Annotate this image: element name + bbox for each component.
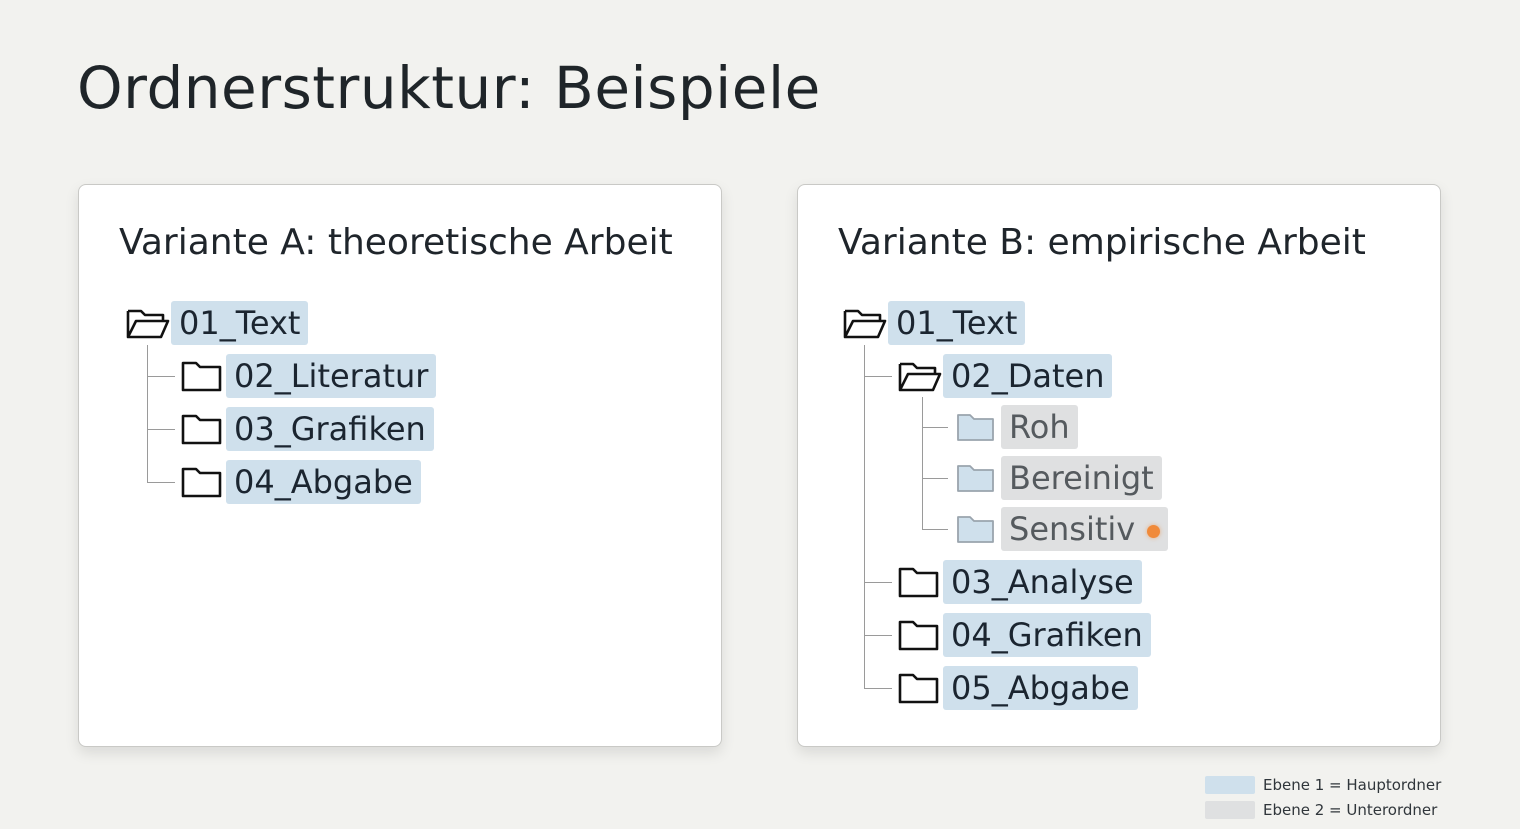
legend-item-level1: Ebene 1 = Hauptordner xyxy=(1205,773,1441,797)
folder-label: 04_Abgabe xyxy=(226,460,421,504)
tree-node-subchild[interactable]: Roh xyxy=(955,405,1078,449)
tree-connector xyxy=(922,397,923,530)
folder-open-icon xyxy=(897,356,943,396)
folder-label: 01_Text xyxy=(171,301,309,345)
variant-a-panel: Variante A: theoretische Arbeit 01_Text … xyxy=(78,184,722,747)
folder-label-text: Sensitiv xyxy=(1009,510,1136,548)
folder-label: 04_Grafiken xyxy=(943,613,1151,657)
tree-node-child[interactable]: 02_Literatur xyxy=(180,354,437,398)
variant-b-title: Variante B: empirische Arbeit xyxy=(838,222,1366,263)
tree-connector xyxy=(147,482,175,483)
folder-label: 02_Literatur xyxy=(226,354,437,398)
legend-label: Ebene 1 = Hauptordner xyxy=(1263,776,1442,794)
variant-b-panel: Variante B: empirische Arbeit 01_Text xyxy=(797,184,1441,747)
folder-label: Bereinigt xyxy=(1001,456,1162,500)
tree-node-root[interactable]: 01_Text xyxy=(125,301,309,345)
folder-label: 03_Analyse xyxy=(943,560,1142,604)
tree-node-subchild[interactable]: Sensitiv xyxy=(955,507,1169,551)
tree-node-child[interactable]: 04_Grafiken xyxy=(897,613,1151,657)
tree-connector xyxy=(147,376,175,377)
variant-a-tree: 01_Text 02_Literatur 03_Grafiken xyxy=(79,185,721,746)
folder-icon xyxy=(897,615,943,655)
folder-icon xyxy=(180,409,226,449)
folder-label-sensitive: Sensitiv xyxy=(1001,507,1169,551)
tree-connector xyxy=(922,427,948,428)
folder-icon xyxy=(180,462,226,502)
folder-icon xyxy=(897,668,943,708)
folder-icon xyxy=(897,562,943,602)
page-title: Ordnerstruktur: Beispiele xyxy=(77,54,821,122)
tree-connector xyxy=(864,376,892,377)
tree-node-child[interactable]: 05_Abgabe xyxy=(897,666,1138,710)
variant-b-tree: 01_Text 02_Daten Roh xyxy=(798,185,1440,746)
folder-label: 01_Text xyxy=(888,301,1026,345)
tree-node-child[interactable]: 03_Analyse xyxy=(897,560,1142,604)
variant-a-title: Variante A: theoretische Arbeit xyxy=(119,222,673,263)
folder-open-icon xyxy=(842,303,888,343)
legend-swatch xyxy=(1205,776,1255,794)
sensitive-marker-dot xyxy=(1147,524,1161,538)
legend-swatch xyxy=(1205,801,1255,819)
tree-node-child[interactable]: 04_Abgabe xyxy=(180,460,421,504)
folder-icon xyxy=(180,356,226,396)
folder-open-icon xyxy=(125,303,171,343)
folder-label: 03_Grafiken xyxy=(226,407,434,451)
folder-icon xyxy=(955,458,1001,498)
tree-node-child[interactable]: 02_Daten xyxy=(897,354,1113,398)
folder-icon xyxy=(955,407,1001,447)
folder-label: Roh xyxy=(1001,405,1078,449)
folder-icon xyxy=(955,509,1001,549)
tree-connector xyxy=(864,345,865,689)
tree-node-root[interactable]: 01_Text xyxy=(842,301,1026,345)
legend-item-level2: Ebene 2 = Unterordner xyxy=(1205,798,1441,822)
folder-label: 02_Daten xyxy=(943,354,1113,398)
tree-node-child[interactable]: 03_Grafiken xyxy=(180,407,434,451)
legend: Ebene 1 = Hauptordner Ebene 2 = Unterord… xyxy=(1205,773,1441,823)
tree-connector xyxy=(922,478,948,479)
tree-connector xyxy=(147,429,175,430)
tree-connector xyxy=(147,345,148,483)
tree-connector xyxy=(922,529,948,530)
tree-node-subchild[interactable]: Bereinigt xyxy=(955,456,1162,500)
tree-connector xyxy=(864,635,892,636)
folder-label: 05_Abgabe xyxy=(943,666,1138,710)
tree-connector xyxy=(864,688,892,689)
legend-label: Ebene 2 = Unterordner xyxy=(1263,801,1438,819)
tree-connector xyxy=(864,582,892,583)
